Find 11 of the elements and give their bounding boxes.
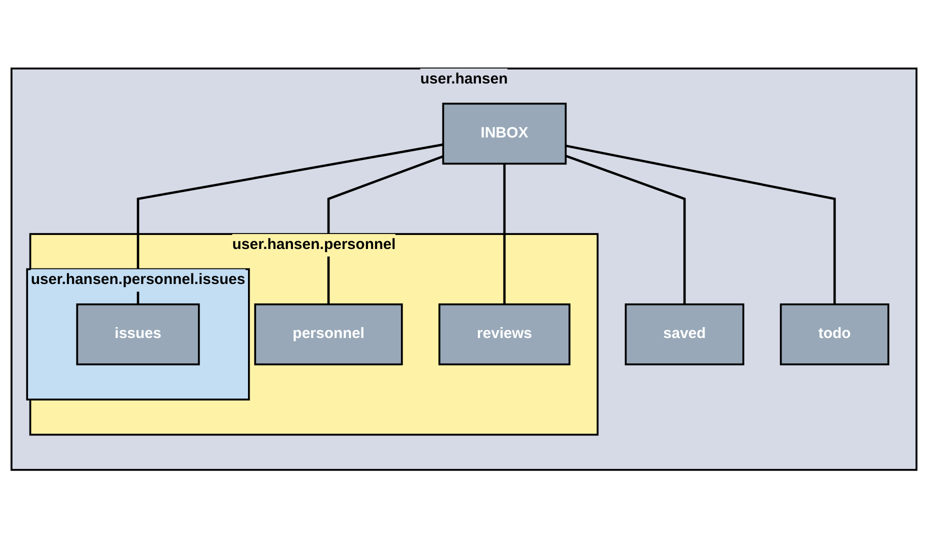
node-box: INBOX: [442, 103, 567, 165]
connector: [327, 156, 444, 305]
connector: [565, 155, 686, 305]
connector: [503, 164, 506, 305]
node-box: personnel: [254, 304, 403, 366]
node-box: saved: [624, 304, 744, 366]
node-box: reviews: [438, 304, 570, 366]
connector: [136, 144, 444, 305]
connector: [565, 144, 836, 305]
node-box: issues: [76, 304, 200, 366]
node-box: todo: [780, 304, 890, 366]
